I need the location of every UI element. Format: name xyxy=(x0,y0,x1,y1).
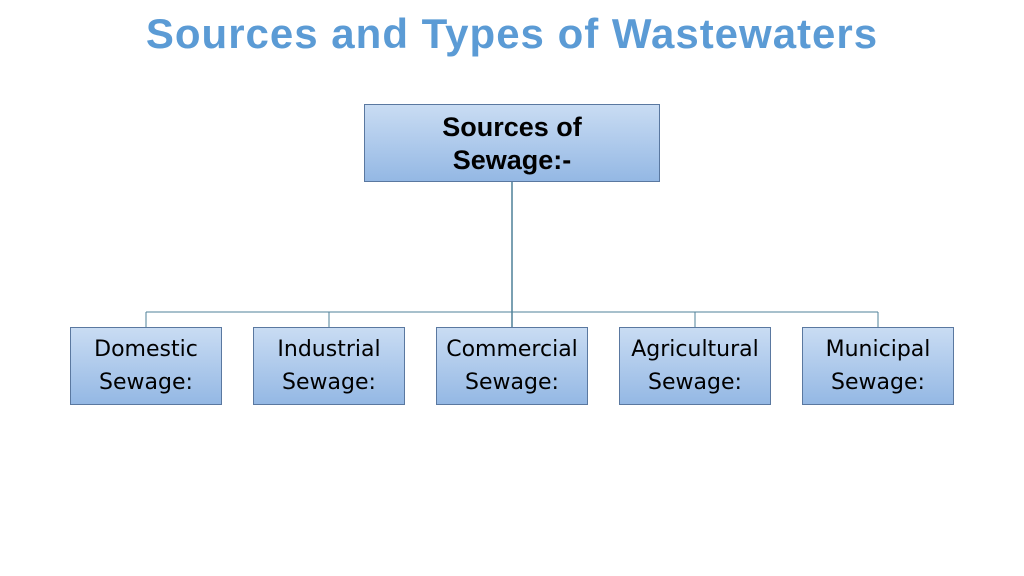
slide-title: Sources and Types of Wastewaters xyxy=(145,10,879,57)
root-node-sources-of-sewage: Sources of Sewage:- xyxy=(364,104,660,182)
node-commercial-sewage: Commercial Sewage: xyxy=(436,327,588,405)
node-agricultural-sewage: Agricultural Sewage: xyxy=(619,327,771,405)
node-label: Domestic Sewage: xyxy=(94,337,198,395)
node-label: Industrial Sewage: xyxy=(277,337,381,395)
node-domestic-sewage: Domestic Sewage: xyxy=(70,327,222,405)
node-municipal-sewage: Municipal Sewage: xyxy=(802,327,954,405)
root-node-label: Sources of Sewage:- xyxy=(442,112,582,175)
node-label: Agricultural Sewage: xyxy=(631,337,759,395)
node-label: Commercial Sewage: xyxy=(446,337,578,395)
node-industrial-sewage: Industrial Sewage: xyxy=(253,327,405,405)
node-label: Municipal Sewage: xyxy=(825,337,931,395)
